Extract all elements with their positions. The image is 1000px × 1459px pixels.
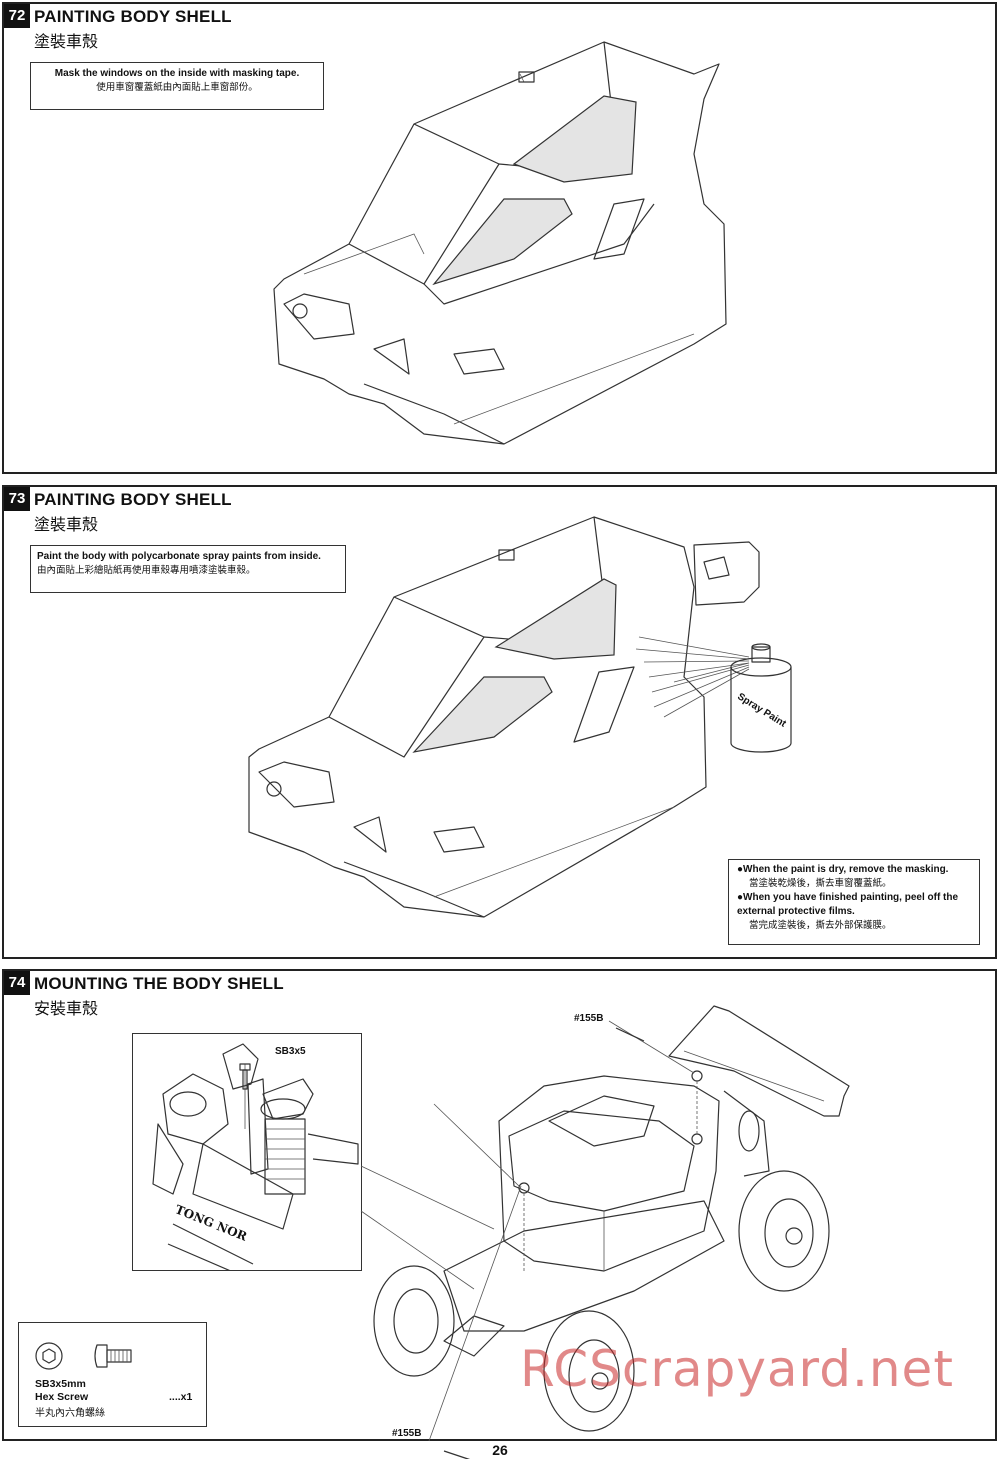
tip-chinese: 當塗裝乾燥後，撕去車窗覆蓋紙。 (749, 878, 892, 889)
step-subtitle: 塗裝車殼 (34, 32, 99, 51)
tip-item: ●When you have finished painting, peel o… (737, 891, 973, 933)
step-subtitle: 安裝車殼 (34, 999, 99, 1018)
step-title: PAINTING BODY SHELL (34, 490, 232, 509)
screw-name: Hex Screw (35, 1391, 89, 1403)
step-74-panel: 74 MOUNTING THE BODY SHELL 安裝車殼 SB3x5 TO… (2, 969, 997, 1459)
tip-bullet: ● (737, 892, 744, 903)
page-number: 26 (492, 1442, 508, 1458)
note-english: Paint the body with polycarbonate spray … (37, 551, 321, 562)
tip-chinese: 當完成塗裝後，撕去外部保護膜。 (749, 920, 892, 931)
detail-inset: SB3x5 TONG NOR (132, 1033, 362, 1271)
note-chinese: 由內面貼上彩繪貼紙再使用車殼專用噴漆塗裝車殼。 (37, 565, 256, 576)
screw-name-chinese: 半丸內六角螺絲 (35, 1408, 105, 1419)
tip-item: ●When the paint is dry, remove the maski… (737, 863, 973, 891)
instruction-note: Mask the windows on the inside with mask… (30, 62, 324, 110)
parts-box-content: SB3x5mm Hex Screw 半丸內六角螺絲 ....x1 (18, 1322, 207, 1427)
body-shell-drawing (273, 41, 727, 445)
step-title: MOUNTING THE BODY SHELL (34, 974, 284, 993)
step-number: 72 (4, 4, 30, 28)
instruction-note: Paint the body with polycarbonate spray … (30, 545, 346, 593)
screw-size: SB3x5mm (35, 1378, 86, 1390)
step-73-panel: 73 PAINTING BODY SHELL 塗裝車殼 Paint the bo… (2, 485, 997, 959)
watermark: RCScrapyard.net (520, 1340, 954, 1398)
paint-tips-note: ●When the paint is dry, remove the maski… (728, 859, 980, 945)
screw-quantity: ....x1 (169, 1391, 193, 1403)
shock-mount-detail-drawing (152, 1043, 359, 1270)
step-number: 74 (4, 971, 30, 995)
step-subtitle: 塗裝車殼 (34, 515, 99, 534)
buggy-assembly-drawing (360, 1005, 850, 1459)
part-label-left: #155B (392, 1428, 422, 1439)
screw-illustration (35, 1342, 132, 1370)
note-english: Mask the windows on the inside with mask… (54, 68, 300, 79)
note-chinese: 使用車窗覆蓋紙由內面貼上車窗部份。 (96, 82, 258, 93)
step-title: PAINTING BODY SHELL (34, 7, 232, 26)
tip-english: When the paint is dry, remove the maskin… (743, 864, 949, 875)
screw-callout: SB3x5 (275, 1046, 306, 1057)
tip-bullet: ● (737, 864, 744, 875)
part-label-right: #155B (574, 1013, 604, 1024)
step-72-panel: 72 PAINTING BODY SHELL 塗裝車殼 Mask the win… (2, 2, 997, 474)
tip-english: When you have finished painting, peel of… (737, 892, 959, 917)
step-number: 73 (4, 487, 30, 511)
painted-body-shell-drawing (248, 516, 792, 918)
